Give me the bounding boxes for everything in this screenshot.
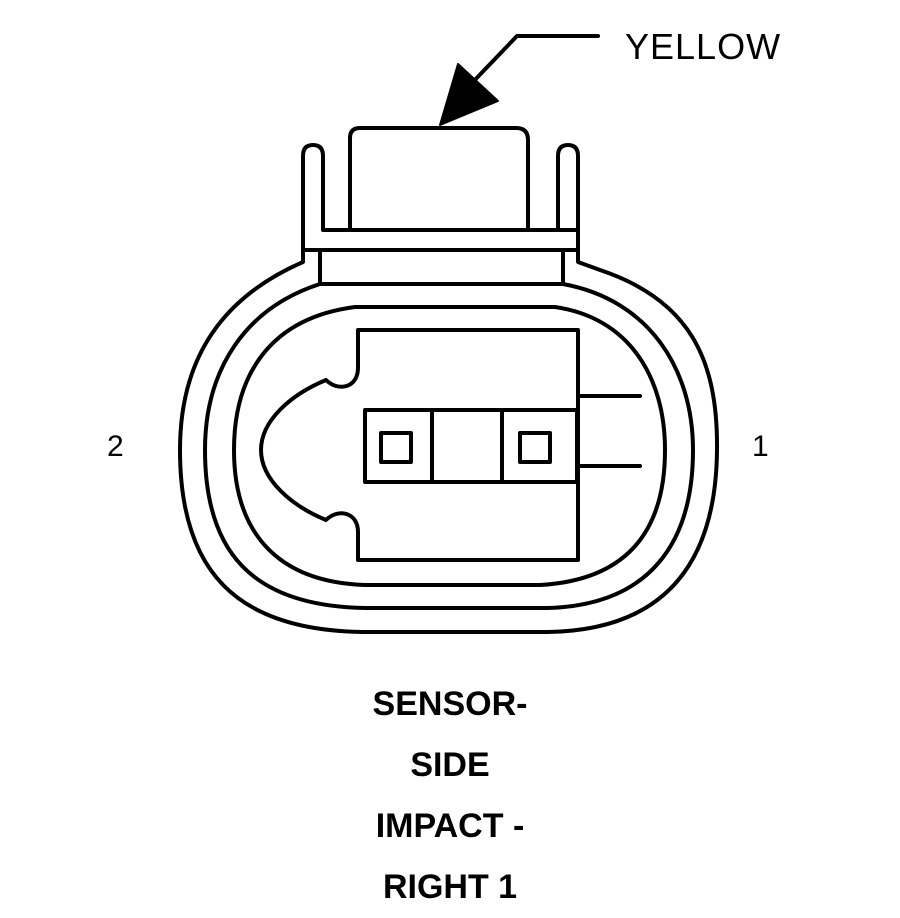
housing-outer-shell — [178, 248, 720, 634]
right-latch-arm — [556, 143, 580, 252]
cavity-opening — [232, 305, 667, 587]
wire-color-label: YELLOW — [625, 26, 782, 67]
leader-arrowhead — [439, 63, 499, 126]
title-line: IMPACT - — [375, 807, 525, 845]
locking-tab — [348, 126, 530, 230]
keyway-slot — [576, 394, 642, 468]
pin-2-label: 2 — [107, 430, 124, 463]
title-line: SENSOR- — [372, 685, 528, 723]
housing-inner-outline — [203, 282, 695, 610]
pin-2-terminal — [379, 431, 413, 464]
title-line: RIGHT 1 — [382, 868, 518, 906]
housing-shoulder — [318, 248, 565, 286]
pin-1-label: 1 — [752, 430, 769, 463]
leader-line — [468, 34, 600, 87]
left-latch-arm — [301, 143, 580, 252]
pin-1-terminal — [518, 431, 552, 464]
title-line: SIDE — [410, 746, 490, 784]
terminal-row — [363, 408, 579, 484]
terminal-carrier — [259, 328, 580, 562]
connector-title: SENSOR- SIDE IMPACT - RIGHT 1 — [0, 674, 900, 918]
